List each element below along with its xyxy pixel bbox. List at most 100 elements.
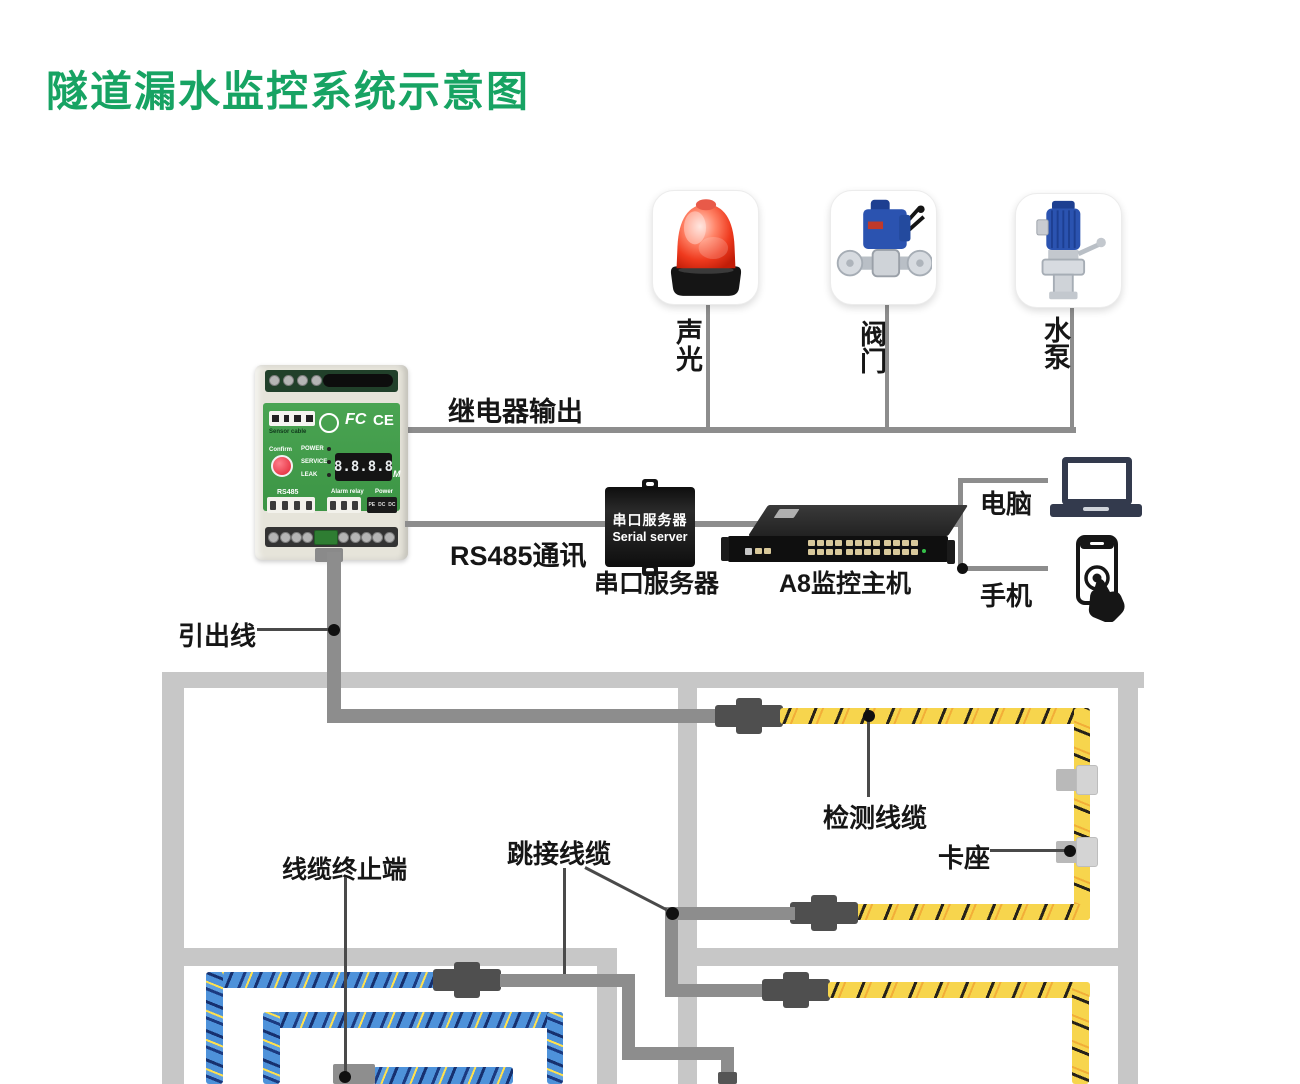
display-unit: M	[393, 469, 401, 479]
leadout-wire-horizontal	[327, 709, 717, 723]
relay-bus-line	[405, 427, 1076, 433]
pump-card	[1015, 193, 1122, 308]
client-branch-bottom	[958, 566, 1048, 571]
sensor-cable-label: Sensor cable	[269, 429, 307, 435]
client-branch-top	[958, 478, 1048, 483]
serial-server-caption: 串口服务器	[594, 570, 720, 598]
client-branch-vertical	[958, 478, 963, 571]
termination-pointer-line	[344, 877, 347, 1073]
tunnel-wall-midband-right	[697, 948, 1138, 966]
client-branch-dot	[957, 563, 968, 574]
cable-connector-2	[790, 895, 858, 931]
jumper-end-connector	[718, 1072, 737, 1084]
rs485-port-label: RS485	[277, 489, 299, 496]
relay-terminal-block	[327, 497, 361, 513]
brand-logo-icon	[319, 413, 339, 433]
cable-connector-1	[715, 698, 783, 734]
phone-label: 手机	[980, 581, 1033, 611]
alarm-beacon-card	[652, 190, 759, 305]
a8-host-top-face	[748, 505, 969, 536]
alarm-beacon-icon	[670, 198, 741, 296]
rs485-terminal-block	[267, 497, 315, 513]
power-led	[327, 447, 331, 451]
jumper-pointer-diagonal	[584, 866, 668, 912]
tunnel-wall-left	[162, 672, 184, 1084]
computer-label: 电脑	[980, 489, 1033, 519]
detect-cable-top-run	[780, 708, 1090, 724]
serial-server-device: 串口服务器 Serial server	[605, 479, 695, 576]
detect-cable-bottom-run	[855, 904, 1090, 920]
power-terminal-label: Power	[375, 489, 394, 495]
detect-cable-label: 检测线缆	[823, 803, 928, 833]
valve-drop-line	[885, 303, 889, 429]
clamp-pointer-line	[990, 849, 1066, 852]
display-value: 8.8.8.8	[334, 459, 394, 475]
fcc-mark: FC	[345, 411, 367, 428]
jumper-pointer-vertical	[563, 868, 566, 976]
detect-cable2-right-run	[1072, 982, 1089, 1084]
tunnel-wall-right	[1118, 672, 1138, 1084]
controller-front-panel: Sensor cable FC CE Confirm POWER SERVICE…	[263, 403, 401, 513]
laptop-icon	[1062, 457, 1132, 505]
pump-icon	[1035, 200, 1106, 299]
leak-led	[327, 473, 331, 477]
cable-connector-3	[762, 972, 830, 1008]
blue-cable-inner-left	[263, 1012, 280, 1084]
detect-pointer-line	[867, 721, 870, 797]
blue-cable-outer-left	[206, 972, 223, 1084]
seven-segment-display: 8.8.8.8	[334, 453, 394, 481]
tunnel-wall-midband-left	[162, 948, 617, 966]
blue-cable-innermost	[373, 1067, 513, 1084]
jumper-cable-label: 跳接线缆	[507, 839, 612, 869]
power-terminal-block: PE DC DC	[367, 497, 397, 513]
pump-label: 水泵	[1040, 316, 1070, 370]
leadout-pointer-dot	[328, 624, 340, 636]
pump-drop-line	[1070, 303, 1074, 429]
controller-bottom-terminals	[265, 527, 398, 547]
a8-host-device	[728, 536, 948, 562]
relay-output-label: 继电器输出	[448, 397, 583, 427]
clamp-label: 卡座	[938, 843, 991, 873]
valve-card	[830, 190, 937, 305]
serial-server-text-cn: 串口服务器	[612, 512, 688, 528]
jumper-wire-b2	[622, 974, 635, 1060]
tunnel-wall-middle	[678, 686, 697, 1084]
jumper-wire-b4	[721, 1047, 734, 1074]
leak-controller-device: Sensor cable FC CE Confirm POWER SERVICE…	[255, 365, 408, 562]
service-led	[327, 460, 331, 464]
led-label-leak: LEAK	[301, 472, 318, 478]
blue-cable-outer-top	[208, 972, 436, 988]
alarm-label: 声光	[672, 318, 702, 372]
jumper-wire-b1	[500, 974, 626, 987]
detect-cable2-top-run	[828, 982, 1090, 998]
jumper-wire-a3	[665, 984, 765, 997]
leadout-pointer-line	[257, 628, 329, 631]
rs485-label: RS485通讯	[450, 541, 587, 571]
valve-label: 阀门	[856, 320, 886, 374]
confirm-label: Confirm	[269, 447, 292, 453]
leadout-wire-vertical	[327, 552, 341, 722]
serial-server-text-en: Serial server	[612, 530, 688, 544]
led-label-service: SERVICE	[301, 459, 328, 465]
confirm-button[interactable]	[271, 455, 293, 477]
jumper-wire-a1	[665, 907, 795, 920]
tunnel-wall-top	[162, 672, 1144, 688]
termination-pointer-dot	[339, 1071, 351, 1083]
cable-clamp-1	[1056, 769, 1078, 791]
alarm-relay-label: Alarm relay	[331, 489, 364, 495]
jumper-junction-dot	[666, 907, 679, 920]
clamp-pointer-dot	[1064, 845, 1076, 857]
leadout-label: 引出线	[178, 621, 257, 651]
cable-connector-4	[433, 962, 501, 998]
a8-status-led	[922, 549, 926, 553]
smartphone-touch-icon	[1076, 535, 1125, 622]
alarm-drop-line	[706, 303, 710, 429]
jumper-wire-b3	[622, 1047, 734, 1060]
led-label-power: POWER	[301, 446, 324, 452]
blue-cable-inner-top	[263, 1012, 563, 1028]
controller-top-terminals	[265, 370, 398, 392]
detect-pointer-dot	[863, 710, 875, 722]
jumper-wire-a2	[665, 913, 678, 997]
detect-cable-right-run	[1074, 708, 1090, 920]
